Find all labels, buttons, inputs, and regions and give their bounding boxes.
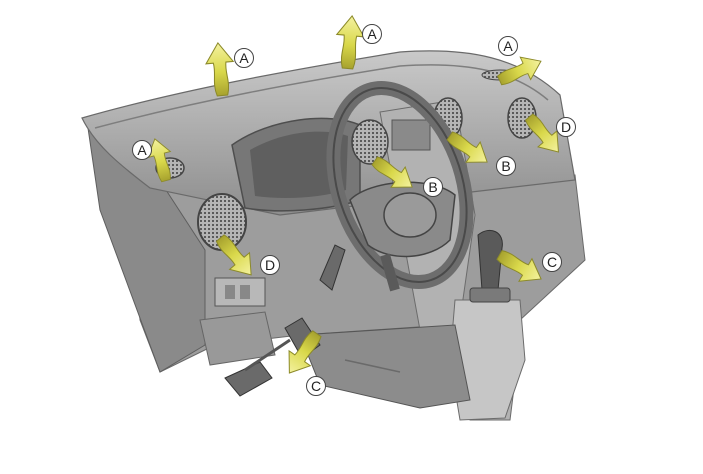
label-a: A <box>132 140 152 160</box>
knee-panel <box>299 324 471 409</box>
label-d: D <box>260 255 280 275</box>
gear-shifter <box>477 230 503 291</box>
label-a: A <box>234 48 254 68</box>
label-b: B <box>423 177 443 197</box>
steering-wheel <box>319 80 474 292</box>
label-d: D <box>556 117 576 137</box>
vent-center-left <box>351 119 389 165</box>
label-c: C <box>306 376 326 396</box>
label-c: C <box>542 252 562 272</box>
label-a: A <box>498 36 518 56</box>
label-b: B <box>496 156 516 176</box>
label-a: A <box>362 24 382 44</box>
